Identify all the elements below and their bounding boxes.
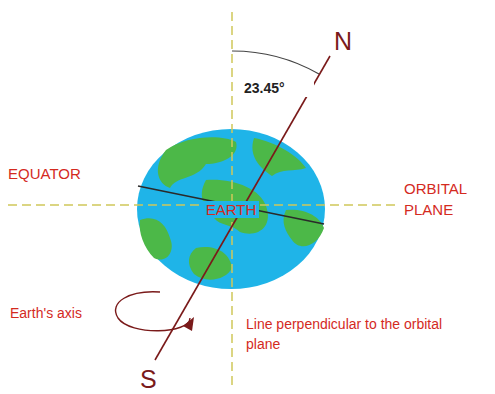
axis-label: Earth's axis (10, 305, 110, 322)
earth-globe: EARTH (136, 128, 326, 290)
equator-line (138, 186, 324, 224)
land-mass (202, 180, 268, 234)
land-mass (140, 218, 172, 259)
angle-label: 23.45° (244, 80, 314, 97)
orbital-plane-line (8, 204, 396, 206)
angle-arc (232, 51, 319, 74)
land-mass (158, 137, 237, 188)
pole-label: S (140, 364, 170, 394)
ocean (137, 129, 325, 289)
globe-label: EARTH (203, 201, 260, 218)
equator-label: EQUATOR (8, 165, 128, 183)
land-mass (284, 210, 324, 247)
pole-label: N (334, 26, 364, 56)
plane-label: ORBITAL PLANE (404, 178, 490, 220)
perpendicular-line (231, 12, 233, 390)
rotation-arrowhead (183, 317, 194, 331)
rotation-arrow (116, 292, 190, 331)
perpendicular-label: Line perpendicular to the orbital plane (246, 314, 446, 354)
